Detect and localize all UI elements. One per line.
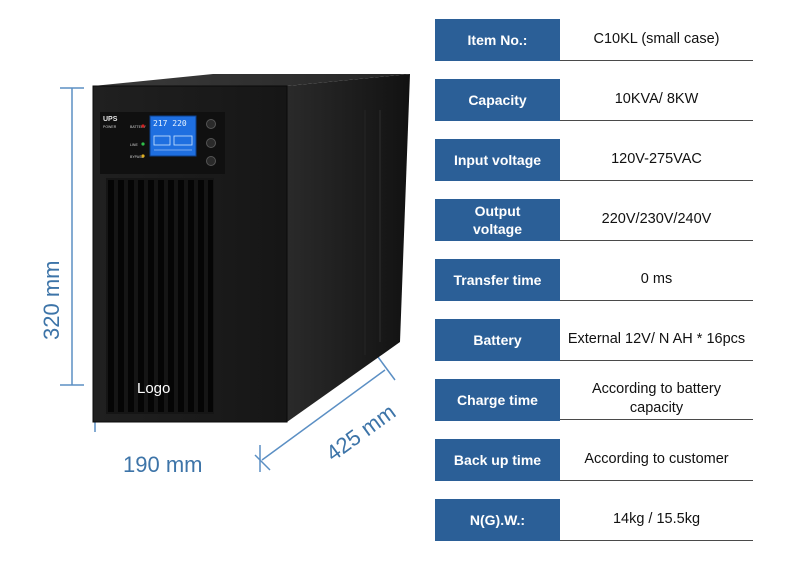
spec-value: 10KVA/ 8KW (560, 79, 753, 121)
spec-value: C10KL (small case) (560, 19, 753, 61)
spec-value: 120V-275VAC (560, 139, 753, 181)
spec-row-item-no: Item No.: C10KL (small case) (435, 19, 753, 61)
spec-value: External 12V/ N AH * 16pcs (560, 319, 753, 361)
spec-value: 14kg / 15.5kg (560, 499, 753, 541)
spec-row-net-gross-weight: N(G).W.: 14kg / 15.5kg (435, 499, 753, 541)
spec-label: Output voltage (435, 199, 560, 241)
spec-row-transfer-time: Transfer time 0 ms (435, 259, 753, 301)
spec-row-back-up-time: Back up time According to customer (435, 439, 753, 481)
spec-row-input-voltage: Input voltage 120V-275VAC (435, 139, 753, 181)
spec-row-battery: Battery External 12V/ N AH * 16pcs (435, 319, 753, 361)
spec-label: Capacity (435, 79, 560, 121)
ups-cabinet: UPS POWER BATTERY LINE BYPASS 217 220 (92, 74, 410, 423)
spec-value: 0 ms (560, 259, 753, 301)
spec-row-output-voltage: Output voltage 220V/230V/240V (435, 199, 753, 241)
spec-label: Back up time (435, 439, 560, 481)
spec-label: Input voltage (435, 139, 560, 181)
svg-text:BYPASS: BYPASS (130, 155, 144, 159)
on-button[interactable] (206, 119, 216, 129)
spec-value: According to battery capacity (560, 379, 753, 420)
spec-row-charge-time: Charge time According to battery capacit… (435, 379, 753, 421)
lcd-reading: 217 220 (153, 119, 187, 128)
vent-grille (106, 178, 214, 414)
spec-label: Item No.: (435, 19, 560, 61)
svg-text:LINE: LINE (130, 143, 138, 147)
mute-button[interactable] (206, 138, 216, 148)
width-dimension-label: 190 mm (123, 452, 202, 477)
spec-label: Transfer time (435, 259, 560, 301)
spec-value: 220V/230V/240V (560, 199, 753, 241)
spec-row-capacity: Capacity 10KVA/ 8KW (435, 79, 753, 121)
spec-value: According to customer (560, 439, 753, 481)
off-button[interactable] (206, 156, 216, 166)
height-dimension-label: 320 mm (39, 261, 64, 340)
depth-dimension-label: 425 mm (321, 399, 400, 466)
spec-label: N(G).W.: (435, 499, 560, 541)
spec-label: Charge time (435, 379, 560, 421)
spec-label: Battery (435, 319, 560, 361)
ups-product-illustration: UPS POWER BATTERY LINE BYPASS 217 220 (39, 74, 410, 477)
logo-text: Logo (137, 380, 170, 397)
svg-text:BATTERY: BATTERY (130, 125, 146, 129)
svg-text:POWER: POWER (103, 125, 117, 129)
model-tag: UPS (103, 116, 118, 123)
